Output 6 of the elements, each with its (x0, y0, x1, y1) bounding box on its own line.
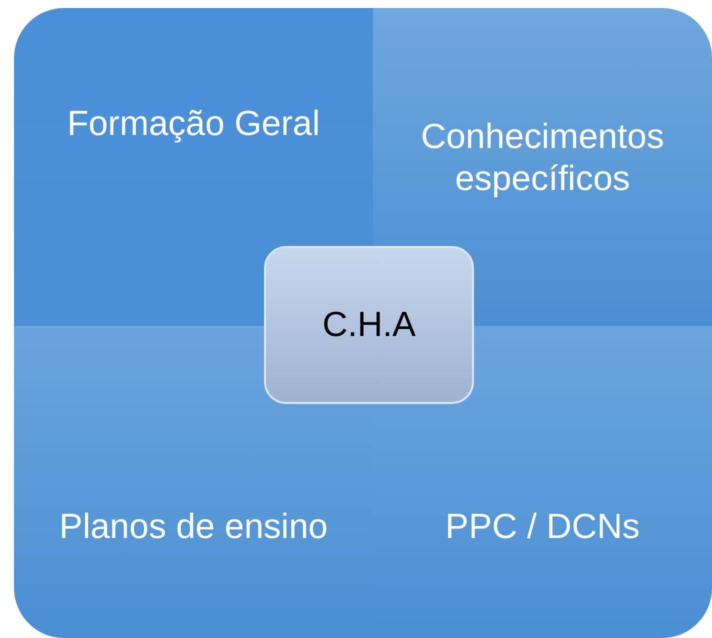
center-label: C.H.A (322, 304, 416, 346)
quadrant-label: Conhecimentos específicos (420, 116, 666, 200)
center-box (264, 246, 474, 404)
quadrant-label: Planos de ensino (59, 506, 328, 548)
quadrant-label: PPC / DCNs (445, 506, 640, 548)
quadrant-label: Formação Geral (67, 103, 320, 145)
